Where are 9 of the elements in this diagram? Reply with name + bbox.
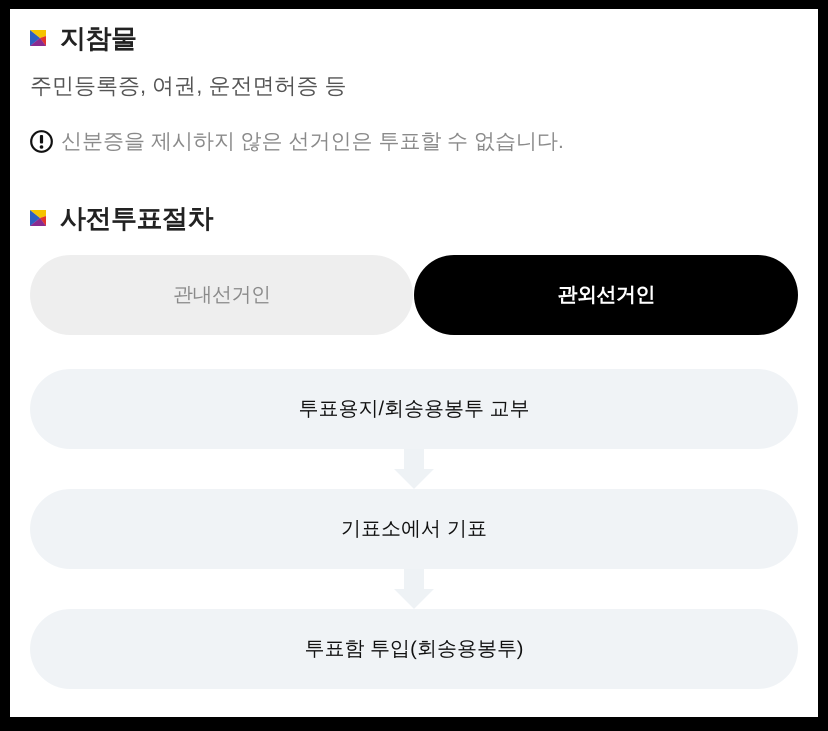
step-text: 투표함 투입(회송용봉투) [304,637,524,662]
section-heading: 지참물 [60,25,136,51]
body-text: 주민등록증, 여권, 운전면허증 등 [30,75,347,97]
tab: 관외선거인 [414,255,798,335]
tab: 관내선거인 [30,255,413,335]
step-text: 투표용지/회송용봉투 교부 [298,397,530,422]
section-heading: 사전투표절차 [60,205,213,231]
warning-note: 신분증을 제시하지 않은 선거인은 투표할 수 없습니다. [61,130,564,152]
step-text: 기표소에서 기표 [341,517,487,542]
